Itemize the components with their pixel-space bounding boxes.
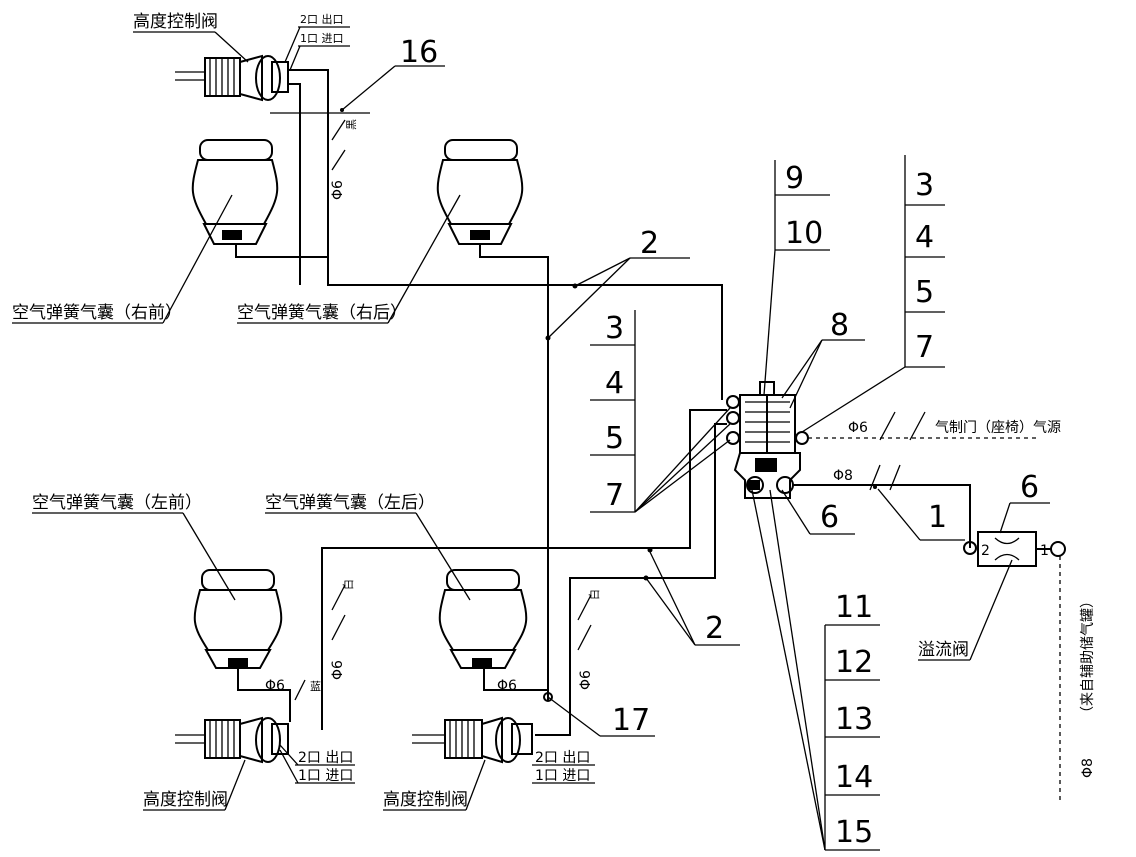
pipe-phi6-left-front: Φ6 [265, 678, 285, 694]
pipe-phi6-top: Φ6 [330, 180, 346, 200]
blue-mark-left: 蓝 [310, 680, 321, 693]
overflow-valve [963, 531, 1066, 567]
callout-6-valve: 6 [820, 500, 839, 535]
callout-4-right: 4 [915, 220, 934, 255]
port-label-1-br: 1口 进口 [535, 768, 590, 784]
callout-1: 1 [928, 500, 947, 535]
airbag-right-rear-label: 空气弹簧气囊（右后） [237, 303, 407, 323]
airbag-left-rear [438, 569, 528, 669]
central-valve-block [726, 381, 809, 499]
height-valve-top-label: 高度控制阀 [133, 12, 218, 32]
callout-16: 16 [400, 35, 438, 70]
callout-7-right: 7 [915, 330, 934, 365]
airbag-right-front [191, 139, 279, 245]
callout-7-left: 7 [605, 478, 624, 513]
callout-15: 15 [835, 815, 873, 850]
pipe-phi8-vertical: Φ8 [1080, 758, 1096, 778]
port-label-2-top: 2口 出口 [300, 12, 344, 26]
white-mark-mid: 白 [587, 589, 601, 600]
callout-3-right: 3 [915, 168, 934, 203]
white-mark-left: 白 [341, 579, 355, 590]
overflow-valve-label: 溢流阀 [918, 640, 969, 660]
airbag-left-front-label: 空气弹簧气囊（左前） [32, 493, 202, 513]
callout-17: 17 [612, 703, 650, 738]
overflow-port-1: 1 [1040, 543, 1049, 559]
black-mark-top: 黑 [345, 119, 358, 130]
airbag-left-rear-label: 空气弹簧气囊（左后） [265, 493, 435, 513]
callout-11: 11 [835, 590, 873, 625]
pipe-phi6-left-vert: Φ6 [330, 660, 346, 680]
pipe-phi6-source: Φ6 [848, 420, 868, 436]
height-valve-bottom-right [412, 716, 533, 764]
port-label-2-bl: 2口 出口 [298, 750, 353, 766]
port-label-2-br: 2口 出口 [535, 750, 590, 766]
callout-6-overflow: 6 [1020, 470, 1039, 505]
airbag-left-front [193, 569, 283, 669]
port-label-1-bl: 1口 进口 [298, 768, 353, 784]
callout-stack-bottom [751, 489, 880, 851]
port-label-1-top: 1口 进口 [300, 32, 344, 45]
overflow-port-2: 2 [981, 543, 990, 559]
callout-9: 9 [785, 161, 804, 196]
callout-13: 13 [835, 702, 873, 737]
height-valve-bl-label: 高度控制阀 [143, 790, 228, 810]
callout-12: 12 [835, 645, 873, 680]
vertical-source-label: （来自辅助储气罐） [1080, 594, 1096, 720]
callout-4-left: 4 [605, 366, 624, 401]
pipe-phi6-left-rear: Φ6 [497, 678, 517, 694]
callout-10: 10 [785, 216, 823, 251]
air-source-label: 气制门（座椅）气源 [935, 420, 1061, 436]
callout-14: 14 [835, 760, 873, 795]
callout-5-left: 5 [605, 421, 624, 456]
callout-8: 8 [830, 308, 849, 343]
airbag-right-rear [436, 139, 524, 245]
height-valve-top [175, 54, 289, 102]
callout-5-right: 5 [915, 275, 934, 310]
callout-stack-left [590, 310, 731, 513]
pipe-phi6-mid-vert: Φ6 [578, 670, 594, 690]
callout-2-lower: 2 [705, 611, 724, 646]
pipe-phi8-main: Φ8 [833, 468, 853, 484]
callout-2-upper: 2 [640, 226, 659, 261]
height-valve-bottom-left [175, 716, 289, 764]
callout-3-left: 3 [605, 311, 624, 346]
airbag-right-front-label: 空气弹簧气囊（右前） [12, 303, 182, 323]
callout-stack-right [801, 155, 945, 433]
height-valve-br-label: 高度控制阀 [383, 790, 468, 810]
